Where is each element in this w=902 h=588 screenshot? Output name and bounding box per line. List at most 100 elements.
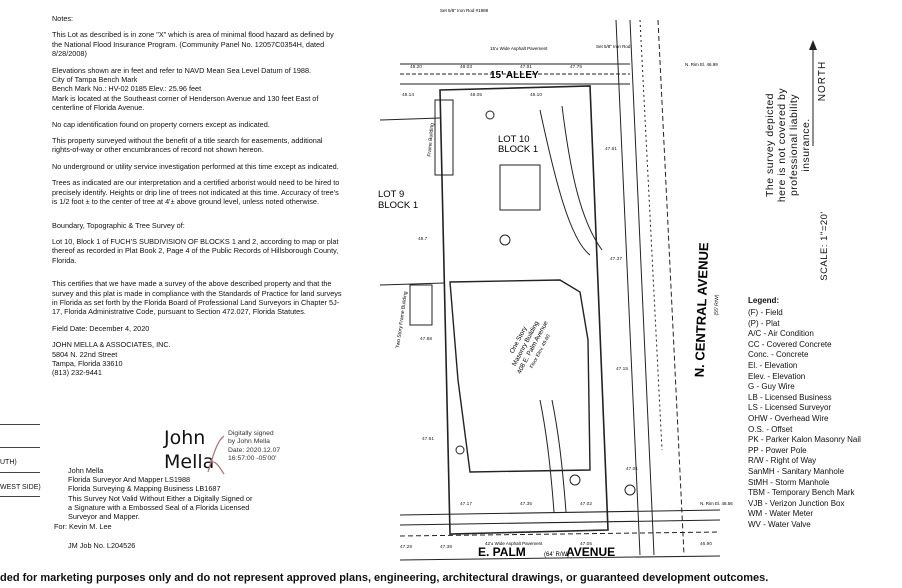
- legend-item: WM - Water Meter: [748, 509, 814, 519]
- digital-signature: Digitally signed by John Mella Date: 202…: [228, 430, 281, 463]
- legend-item: G - Guy Wire: [748, 382, 795, 392]
- frame-building-small: [434, 99, 454, 176]
- scale-label: SCALE: 1"=20': [819, 211, 830, 281]
- palm-curb: [399, 531, 721, 537]
- palm-sidewalk-1: [399, 509, 721, 516]
- svg-text:47.35: 47.35: [520, 501, 532, 507]
- survey-notes: Notes: This Lot as described is in zone …: [52, 14, 342, 385]
- cut-line-1: [0, 424, 40, 425]
- curb-line: [657, 19, 685, 556]
- driveway-edge-1: [539, 109, 591, 256]
- pavement-top-label: 15'± Wide Asphalt Pavement: [490, 46, 548, 51]
- frame-building-label: Frame Building: [427, 123, 436, 157]
- legend-item: LB - Licensed Business: [748, 392, 832, 402]
- svg-text:48.14: 48.14: [402, 92, 414, 98]
- notes-heading: Notes:: [52, 14, 74, 23]
- rim-elevation-2: N. Rim El. 48.56: [700, 501, 733, 506]
- surveyor-block: John Mella Florida Surveyor And Mapper L…: [68, 466, 253, 522]
- central-avenue-width: (55' R/W): [714, 294, 721, 315]
- legend-item: PK - Parker Kalon Masonry Nail: [748, 435, 861, 445]
- legend-item: (F) - Field: [748, 308, 783, 317]
- svg-text:48.20: 48.20: [410, 64, 422, 70]
- legend-item: Conc. - Concrete: [748, 350, 809, 360]
- legend-item: Elev. - Elevation: [748, 371, 806, 381]
- svg-text:47.17: 47.17: [460, 501, 472, 507]
- legend-item: CC - Covered Concrete: [748, 339, 832, 349]
- cut-text-2: WEST SIDE): [0, 484, 41, 491]
- flood-zone-note: This Lot as described is in zone "X" whi…: [52, 30, 334, 59]
- signature-first: John: [164, 427, 206, 449]
- palm-sidewalk-2: [399, 519, 721, 526]
- legend-item: OHW - Overhead Wire: [748, 413, 829, 423]
- cut-line-3: [0, 472, 40, 473]
- lot-9-block-label: BLOCK 1: [378, 200, 418, 211]
- sidewalk-edge-1: [615, 19, 641, 556]
- prepared-for: For: Kevin M. Lee: [54, 522, 112, 531]
- tree-1: [499, 234, 511, 246]
- palm-avenue-label-2: AVENUE: [566, 545, 615, 559]
- tree-5: [624, 484, 636, 496]
- central-avenue-label: N. CENTRAL AVENUE: [692, 242, 712, 378]
- company-info: JOHN MELLA & ASSOCIATES, INC. 5804 N. 22…: [52, 340, 171, 378]
- svg-text:48.05: 48.05: [470, 92, 482, 98]
- svg-text:Two Story Frame Building: Two Story Frame Building: [395, 291, 409, 349]
- signature-scribble: [206, 432, 226, 476]
- legend-item: TBM - Temporary Bench Mark: [748, 488, 855, 498]
- svg-text:47.61: 47.61: [422, 436, 434, 442]
- tree-3: [569, 474, 581, 486]
- legend-item: (P) - Plat: [748, 318, 780, 328]
- legend-item: PP - Power Pole: [748, 445, 807, 455]
- svg-text:47.15: 47.15: [616, 366, 628, 372]
- shed-1: [499, 164, 541, 211]
- svg-text:47.61: 47.61: [605, 146, 617, 152]
- svg-text:48.10: 48.10: [530, 92, 542, 98]
- house-footprint: [449, 279, 591, 473]
- pavement-bottom-label: 42'± Wide Asphalt Pavement: [485, 541, 543, 546]
- lot-10-label: LOT 10: [498, 134, 530, 145]
- legend-item: StMH - Storm Manhole: [748, 477, 830, 487]
- lot9-line-1: [379, 117, 441, 121]
- svg-text:47.05: 47.05: [580, 541, 592, 547]
- lot-9-label: LOT 9: [378, 189, 404, 200]
- svg-text:(55' R/W): (55' R/W): [714, 294, 721, 315]
- legend-title: Legend:: [748, 296, 780, 305]
- svg-text:46.90: 46.90: [700, 541, 712, 547]
- walk-edge-2: [551, 399, 567, 513]
- palm-avenue-width: (64' R/W): [544, 552, 569, 558]
- tree-2: [485, 110, 495, 120]
- legend-item: A/C - Air Condition: [748, 329, 814, 339]
- svg-text:47.38: 47.38: [440, 544, 452, 550]
- svg-text:47.88: 47.88: [420, 336, 432, 342]
- tree-4: [455, 445, 465, 455]
- legend-item: LS - Licensed Surveyor: [748, 403, 832, 413]
- svg-text:47.02: 47.02: [580, 501, 592, 507]
- legend-item: VJB - Verizon Junction Box: [748, 498, 845, 508]
- legend-item: O.S. - Offset: [748, 424, 793, 434]
- svg-text:48.7: 48.7: [418, 236, 428, 242]
- svg-text:48.03: 48.03: [460, 64, 472, 70]
- legend-item: WV - Water Valve: [748, 519, 811, 529]
- svg-text:47.75: 47.75: [570, 64, 582, 70]
- legal-description: Lot 10, Block 1 of FUCH'S SUBDIVISION OF…: [52, 236, 339, 265]
- signature-last: Mella: [164, 451, 215, 473]
- liability-disclaimer: The survey depicted here is not covered …: [764, 87, 812, 203]
- job-number: JM Job No. L204526: [68, 541, 136, 550]
- palm-pavement-edge: [399, 555, 721, 561]
- certification: This certifies that we have made a surve…: [52, 279, 342, 317]
- alley-label: 15' ALLEY: [490, 70, 539, 81]
- svg-text:Frame Building: Frame Building: [427, 123, 436, 157]
- legend-item: El. - Elevation: [748, 360, 798, 370]
- svg-text:47.29: 47.29: [400, 544, 412, 550]
- spot-elevations: 48.20 48.03 47.91 47.75 48.14 48.05 48.10 48.…: [400, 64, 712, 550]
- overhead-wire: [639, 19, 663, 451]
- svg-text:47.91: 47.91: [520, 64, 532, 70]
- set-iron-rod-left: Set 5/8" Iron Rod #1988: [440, 8, 489, 13]
- lot9-line-2: [379, 282, 445, 286]
- house-label: One Story Masonry Building 408 E. Palm A…: [509, 320, 552, 376]
- palm-avenue-label: E. PALM: [478, 545, 526, 559]
- title-search-note: This property surveyed without the benef…: [52, 136, 323, 155]
- set-iron-rod-right: Set 5/8" Iron Rod: [596, 44, 631, 49]
- trees-note: Trees as indicated are our interpretatio…: [52, 178, 340, 207]
- svg-text:47.01: 47.01: [626, 466, 638, 472]
